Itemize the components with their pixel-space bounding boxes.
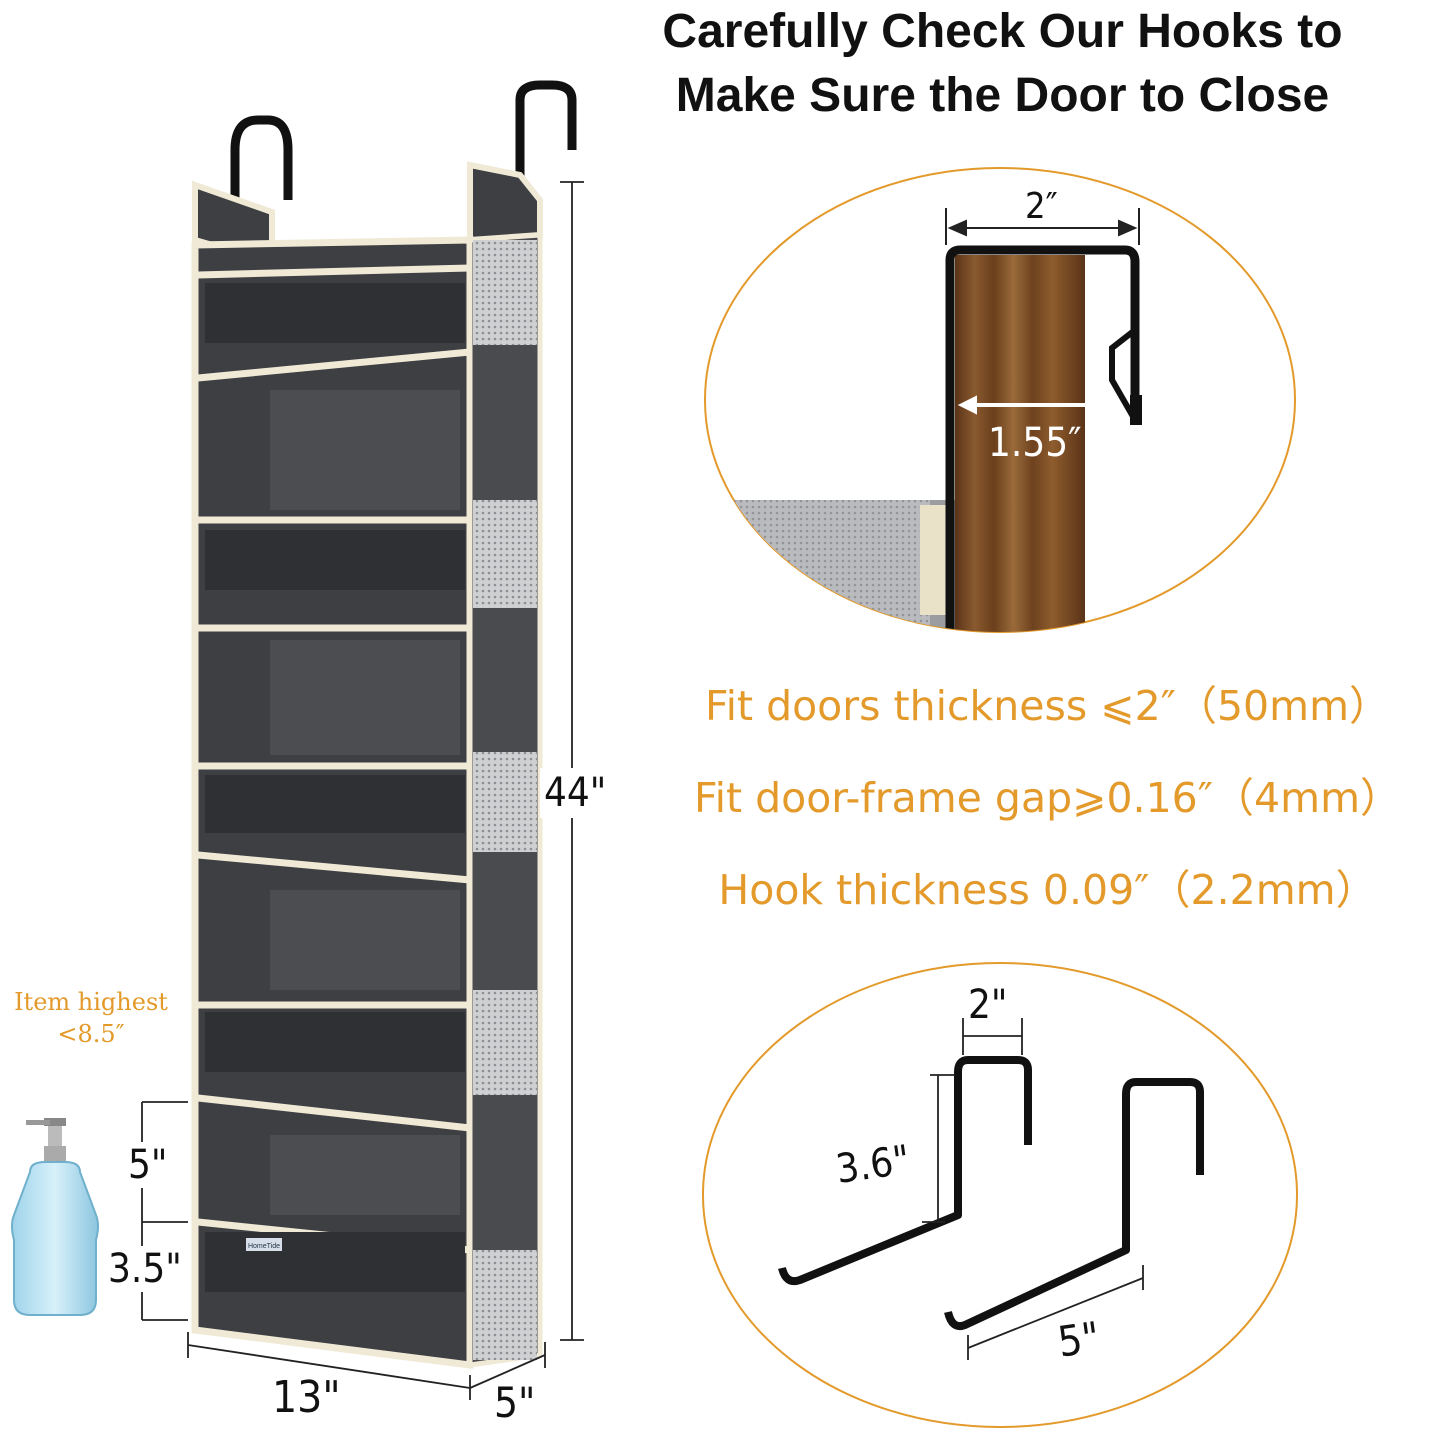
organizer-height-label: 44" (540, 768, 611, 818)
organizer-width-label: 13" (272, 1372, 341, 1423)
brand-tag: HomeTide (248, 1243, 280, 1250)
soap-bottle-icon (11, 1118, 99, 1316)
organizer-depth-label: 5" (494, 1378, 536, 1427)
hooks-closeup-circle (702, 962, 1298, 1428)
spec-hook-thickness: Hook thickness 0.09″（2.2mm） (718, 866, 1377, 914)
hook-width-label: 2″ (1025, 186, 1058, 227)
organizer-hook-right (515, 80, 577, 180)
door-thickness-label: 1.55″ (988, 420, 1082, 466)
hook-inner-width-label: 2" (968, 982, 1008, 1028)
organizer-hook-left (230, 115, 293, 245)
hook-pair-icon (778, 1056, 1204, 1331)
headline-line-1: Carefully Check Our Hooks to (662, 5, 1343, 58)
spec-frame-gap: Fit door-frame gap⩾0.16″（4mm） (693, 774, 1402, 822)
item-height-note-line2: <8.5″ (57, 1020, 125, 1048)
door-dimension-arrows (945, 208, 1140, 415)
spec-door-thickness: Fit doors thickness ⩽2″（50mm） (704, 682, 1391, 730)
hook-dimension-lines (922, 1018, 1144, 1360)
headline-line-2: Make Sure the Door to Close (675, 69, 1330, 122)
item-height-note: Item highest <8.5″ (0, 986, 182, 1050)
item-height-note-line1: Item highest (14, 988, 168, 1016)
door-organizer (191, 80, 577, 1369)
hook-length-label: 5" (1054, 1312, 1103, 1367)
headline: Carefully Check Our Hooks to Make Sure t… (560, 0, 1445, 128)
pocket-height-label: 5" (128, 1142, 168, 1188)
lower-pocket-height-label: 3.5" (108, 1246, 182, 1292)
